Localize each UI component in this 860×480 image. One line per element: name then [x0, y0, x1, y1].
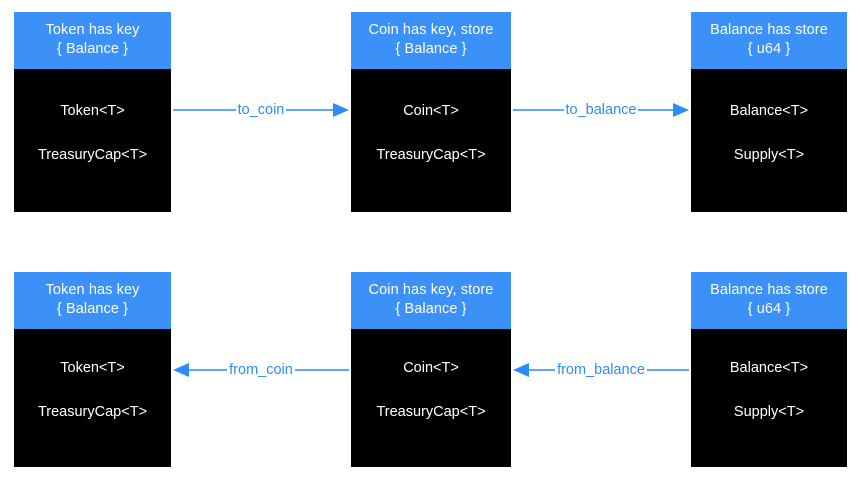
- node-field: Balance<T>: [729, 102, 809, 119]
- node-field: Token<T>: [60, 360, 125, 376]
- node-header-token-reverse: Token has key { Balance }: [14, 272, 171, 329]
- node-field: Balance<T>: [729, 360, 809, 376]
- node-header-line1: Token has key: [45, 22, 140, 38]
- node-field: TreasuryCap<T>: [376, 146, 486, 163]
- node-header-line2: { Balance }: [56, 301, 129, 317]
- node-header-line2: { u64 }: [747, 301, 791, 317]
- edge-from-balance: from_balance: [511, 357, 691, 383]
- node-body-token-forward: Token<T> TreasuryCap<T>: [14, 69, 171, 212]
- edge-to-balance: to_balance: [511, 97, 691, 123]
- node-header-balance-reverse: Balance has store { u64 }: [691, 272, 847, 329]
- node-balance-reverse[interactable]: Balance has store { u64 } Balance<T> Sup…: [691, 272, 847, 467]
- node-header-line2: { Balance }: [395, 41, 467, 57]
- edge-label-from-coin: from_coin: [227, 361, 295, 379]
- edge-to-coin: to_coin: [171, 97, 351, 123]
- node-token-forward[interactable]: Token has key { Balance } Token<T> Treas…: [14, 12, 171, 212]
- node-header-coin-reverse: Coin has key, store { Balance }: [351, 272, 511, 329]
- node-header-line2: { Balance }: [395, 301, 467, 317]
- edge-from-coin: from_coin: [171, 357, 351, 383]
- node-body-balance-reverse: Balance<T> Supply<T>: [691, 329, 847, 467]
- node-coin-reverse[interactable]: Coin has key, store { Balance } Coin<T> …: [351, 272, 511, 467]
- node-field: TreasuryCap<T>: [37, 404, 148, 420]
- node-body-balance-forward: Balance<T> Supply<T>: [691, 69, 847, 212]
- edge-label-to-balance: to_balance: [563, 101, 639, 119]
- node-coin-forward[interactable]: Coin has key, store { Balance } Coin<T> …: [351, 12, 511, 212]
- node-body-token-reverse: Token<T> TreasuryCap<T>: [14, 329, 171, 467]
- node-header-token-forward: Token has key { Balance }: [14, 12, 171, 69]
- node-header-line1: Balance has store: [710, 282, 828, 298]
- node-header-line2: { u64 }: [747, 41, 791, 57]
- node-body-coin-forward: Coin<T> TreasuryCap<T>: [351, 69, 511, 212]
- node-header-line2: { Balance }: [56, 41, 129, 57]
- node-header-line1: Coin has key, store: [368, 282, 494, 298]
- edge-label-to-coin: to_coin: [235, 101, 287, 119]
- node-balance-forward[interactable]: Balance has store { u64 } Balance<T> Sup…: [691, 12, 847, 212]
- node-field: Coin<T>: [403, 360, 459, 376]
- node-field: Supply<T>: [733, 404, 805, 420]
- node-header-balance-forward: Balance has store { u64 }: [691, 12, 847, 69]
- node-field: Coin<T>: [403, 102, 459, 119]
- node-body-coin-reverse: Coin<T> TreasuryCap<T>: [351, 329, 511, 467]
- node-header-line1: Coin has key, store: [368, 22, 494, 38]
- node-header-line1: Token has key: [45, 282, 140, 298]
- node-token-reverse[interactable]: Token has key { Balance } Token<T> Treas…: [14, 272, 171, 467]
- node-header-line1: Balance has store: [710, 22, 828, 38]
- node-field: Token<T>: [60, 102, 125, 119]
- node-field: TreasuryCap<T>: [376, 404, 486, 420]
- node-field: Supply<T>: [733, 146, 805, 163]
- node-field: TreasuryCap<T>: [37, 146, 148, 163]
- edge-label-from-balance: from_balance: [555, 361, 647, 379]
- node-header-coin-forward: Coin has key, store { Balance }: [351, 12, 511, 69]
